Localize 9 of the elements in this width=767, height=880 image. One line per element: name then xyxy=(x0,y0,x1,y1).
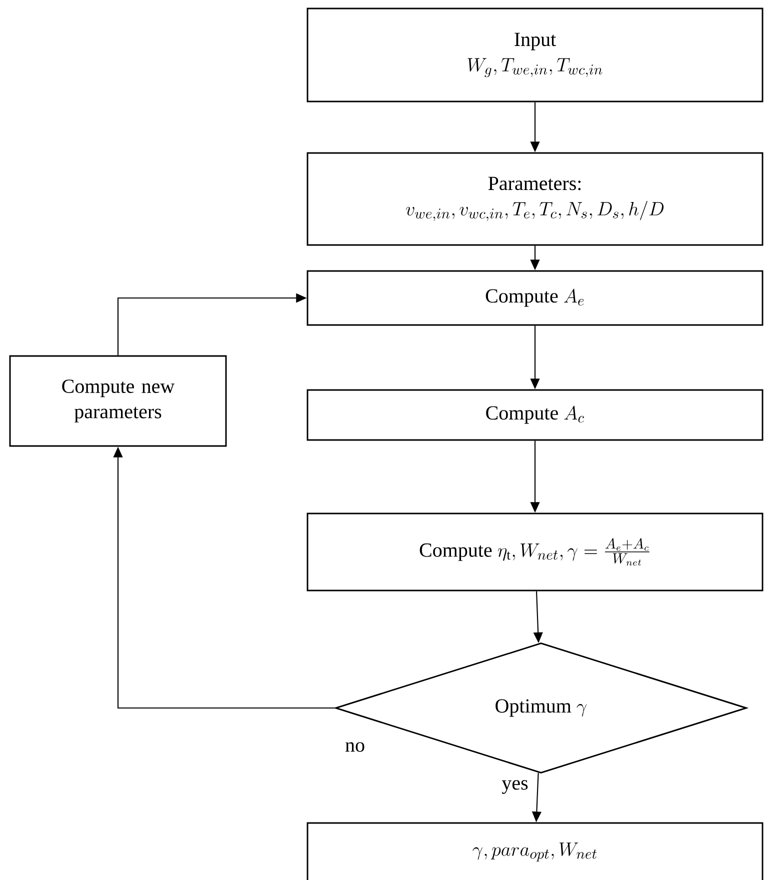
process-box: Compute new parameters xyxy=(9,355,227,447)
process-box: Input $W_g,T_{we,in}, T_{wc,in}$ xyxy=(306,8,764,102)
process-box: $\text{Compute } \eta_{\mathrm{t}}, W_{net}, \gamma = \frac{A_e+A_c}{W_{net}}$ xyxy=(306,512,764,592)
output-box: $\gamma, para_{opt}, W_{net}$ xyxy=(306,822,764,880)
process-box: $\text{Compute } A_e$ xyxy=(306,270,764,326)
edge-label: yes xyxy=(500,778,530,796)
edge-label: no xyxy=(344,740,366,754)
process-box: Parameters: $v_{we,in}, v_{wc,in}, T_e, T_c, N_s, D_s, h/D$ xyxy=(306,152,764,246)
process-box: $\text{Compute } A_c$ xyxy=(306,389,764,441)
